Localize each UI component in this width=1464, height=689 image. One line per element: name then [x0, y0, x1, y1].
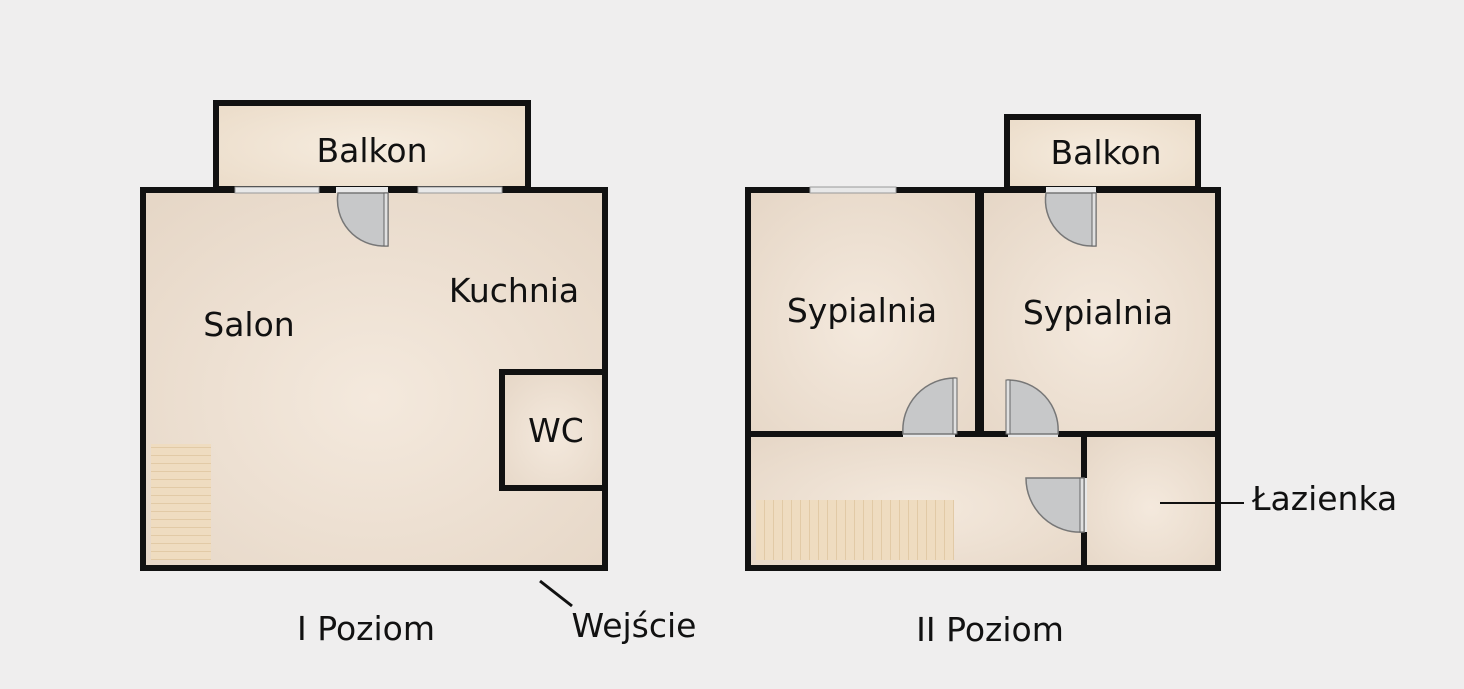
balcony-2-label: Balkon	[1050, 133, 1161, 172]
bathroom-label: Łazienka	[1251, 479, 1397, 518]
level-1-caption: I Poziom	[297, 609, 435, 648]
balcony-2-doorway	[1046, 187, 1096, 193]
bedroom-left-window	[809, 186, 897, 194]
balcony-2-door	[1044, 192, 1097, 247]
entrance-label: Wejście	[572, 606, 697, 645]
bedroom-left-door	[902, 377, 956, 435]
stairs-level-2	[756, 500, 954, 560]
stairs-level-1	[151, 444, 211, 560]
balcony-1-label: Balkon	[316, 131, 427, 170]
level-2: Balkon Sypialnia Sypialnia Łazienka II P…	[745, 114, 1397, 649]
balcony-1-window-right	[417, 186, 503, 194]
living-room-label: Salon	[203, 305, 294, 344]
wc-room	[499, 369, 608, 491]
bedroom-right-door	[1007, 379, 1059, 435]
balcony-2-room	[1004, 114, 1201, 192]
balcony-1-door	[336, 192, 389, 247]
balcony-1-doorway	[336, 187, 388, 193]
bedroom-left-label: Sypialnia	[787, 291, 937, 330]
kitchen-label: Kuchnia	[449, 271, 579, 310]
level-2-caption: II Poziom	[916, 610, 1064, 649]
bathroom-door	[1025, 477, 1085, 533]
entrance-marker	[539, 579, 573, 608]
level-1: Balkon Salon Kuchnia WC Wejście I Poziom	[140, 100, 697, 648]
bathroom-room	[1081, 431, 1221, 571]
balcony-1-window-left	[234, 186, 320, 194]
wc-label: WC	[528, 411, 584, 450]
bedroom-right-label: Sypialnia	[1023, 293, 1173, 332]
